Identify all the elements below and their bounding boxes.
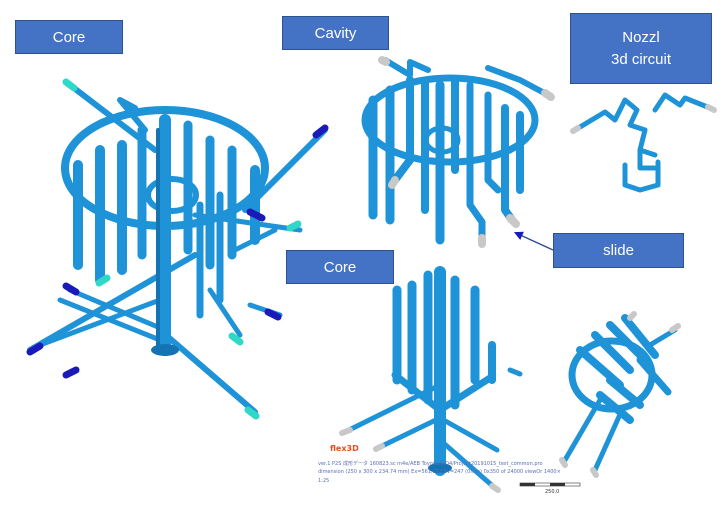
- slide-pointer-arrow: [513, 231, 554, 251]
- slide-circuit: [559, 311, 681, 478]
- core-label-bottom: Core: [286, 250, 394, 284]
- nozzle-label-line2: 3d circuit: [610, 50, 672, 68]
- core-label-bottom-text: Core: [323, 258, 357, 276]
- slide-label: slide: [553, 233, 684, 268]
- slide-label-text: slide: [603, 242, 634, 259]
- scale-bar-label: 250.0: [545, 489, 560, 495]
- software-info-line-3: 1:25: [318, 478, 330, 484]
- software-info-line-1: ver.1 P2S 成形データ 160823.sc m4e/AEB Toyoda…: [318, 461, 543, 467]
- nozzle-label-line1: Nozzl: [622, 28, 660, 46]
- scale-bar: [519, 482, 581, 487]
- nozzle-circuit: [570, 92, 717, 193]
- core-circuit-large: [26, 78, 329, 420]
- cavity-circuit: [361, 56, 555, 248]
- nozzle-label: Nozzl 3d circuit: [570, 13, 712, 84]
- core-label-top: Core: [15, 20, 123, 54]
- software-info-line-2: dimension (250 x 300 x 234.74 mm) Ex=561…: [318, 469, 561, 475]
- cavity-label: Cavity: [282, 16, 389, 50]
- core-label-top-text: Core: [52, 28, 86, 46]
- software-logo: flex3D: [330, 444, 359, 453]
- cavity-label-text: Cavity: [314, 24, 357, 42]
- core-circuit-small: [339, 266, 523, 493]
